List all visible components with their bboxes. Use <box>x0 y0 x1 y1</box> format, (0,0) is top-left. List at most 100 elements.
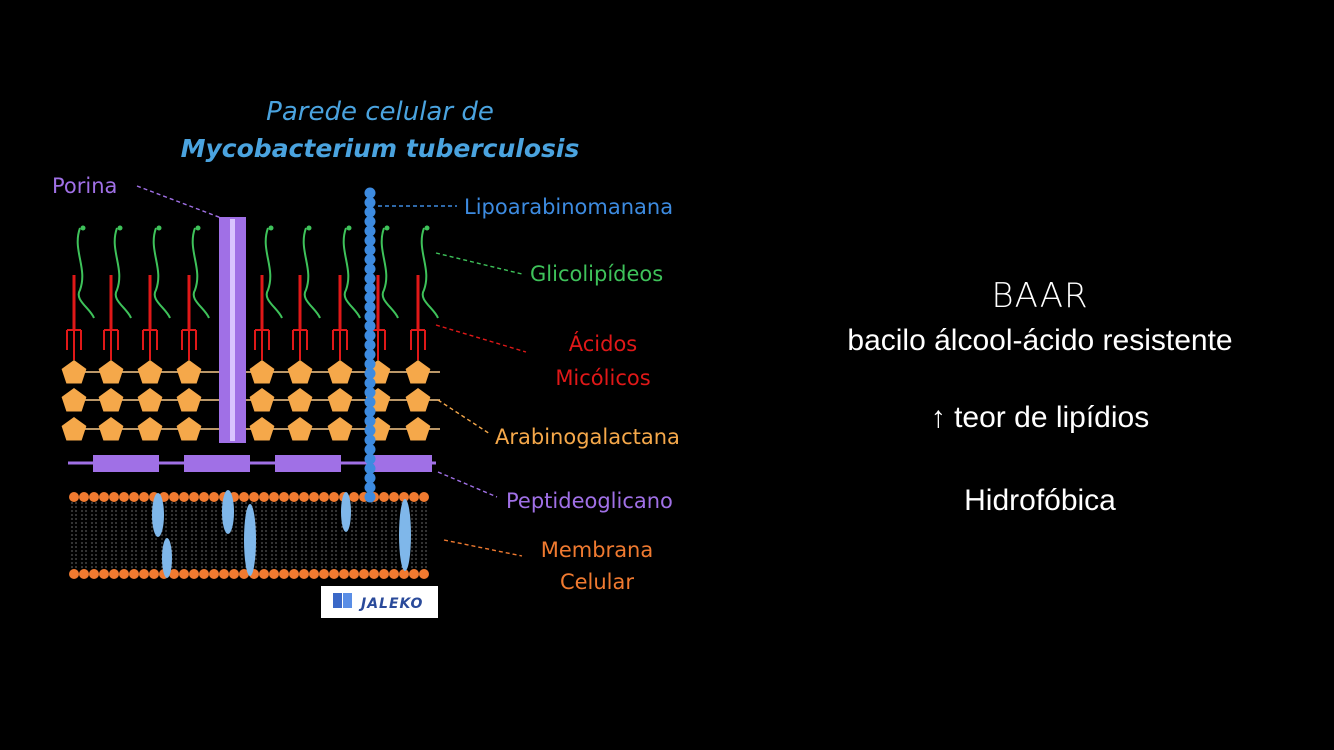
membrane-protein <box>162 538 172 578</box>
phospholipid-head <box>329 569 339 579</box>
phospholipid-head <box>389 569 399 579</box>
mycolic-acid-fork <box>254 329 270 360</box>
phospholipid-head <box>379 492 389 502</box>
glycolipid-head <box>195 225 201 231</box>
arabinogalactan-layer <box>61 360 440 441</box>
glycolipid-head <box>306 225 312 231</box>
arabinogalactan-unit <box>287 388 313 412</box>
lam-bead <box>364 472 376 484</box>
glycolipid-chains <box>66 225 439 360</box>
lipid-content-note: ↑ teor de lipídios <box>930 401 1150 434</box>
hydrophobic-note: Hidrofóbica <box>964 484 1116 517</box>
phospholipid-head <box>79 569 89 579</box>
glycolipid-head <box>80 225 86 231</box>
phospholipid-head <box>289 569 299 579</box>
phospholipid-head <box>239 569 249 579</box>
cell-membrane-layer <box>69 490 429 579</box>
arabinogalactan-unit <box>176 360 202 384</box>
arabinogalactan-unit <box>405 417 431 441</box>
arabinogalactan-unit <box>137 360 163 384</box>
diagram-title-line1: Parede celular de <box>266 97 494 127</box>
mycolic-acid-fork <box>181 329 197 360</box>
lam-bead <box>364 206 376 218</box>
lam-bead <box>364 406 376 417</box>
phospholipid-head <box>199 569 209 579</box>
lam-bead <box>364 216 376 227</box>
label-porina: Porina <box>52 174 117 198</box>
arabinogalactan-unit <box>405 360 431 384</box>
lam-bead <box>364 491 376 503</box>
logo-book-icon <box>333 593 342 608</box>
phospholipid-head <box>289 492 299 502</box>
phospholipid-head <box>119 492 129 502</box>
phospholipid-head <box>259 569 269 579</box>
phospholipid-head <box>79 492 89 502</box>
lam-bead <box>364 444 376 455</box>
lam-bead <box>364 463 376 474</box>
membrane-protein <box>152 493 164 537</box>
phospholipid-head <box>419 569 429 579</box>
glycolipid-strand <box>152 227 171 319</box>
glycolipid-head <box>384 225 390 231</box>
lam-bead <box>364 425 376 436</box>
porin-channel-inner <box>230 219 235 441</box>
arabinogalactan-unit <box>327 388 353 412</box>
label-arabinogalactana: Arabinogalactana <box>495 425 680 449</box>
lam-bead <box>364 235 376 246</box>
label-membrana-line1: Membrana <box>541 538 654 562</box>
mycolic-acid-fork <box>332 329 348 360</box>
phospholipid-head <box>359 569 369 579</box>
label-acidos-line1: Ácidos <box>569 331 638 356</box>
lam-bead <box>364 434 376 446</box>
mycolic-acid-fork <box>292 329 308 360</box>
phospholipid-head <box>209 492 219 502</box>
phospholipid-head <box>309 569 319 579</box>
phospholipid-head <box>119 569 129 579</box>
lam-bead <box>364 396 376 408</box>
phospholipid-head <box>109 492 119 502</box>
lam-bead <box>364 311 376 322</box>
leader-lines <box>136 185 527 557</box>
phospholipid-head <box>189 492 199 502</box>
arabinogalactan-unit <box>327 360 353 384</box>
phospholipid-head <box>249 492 259 502</box>
phospholipid-head <box>69 492 79 502</box>
phospholipid-head <box>419 492 429 502</box>
membrane-protein <box>399 499 411 571</box>
arabinogalactan-unit <box>249 417 275 441</box>
arabinogalactan-unit <box>137 388 163 412</box>
lam-bead <box>364 244 376 256</box>
glycolipid-strand <box>264 227 283 319</box>
phospholipid-head <box>179 569 189 579</box>
arabinogalactan-unit <box>98 417 124 441</box>
lam-bead <box>364 320 376 332</box>
label-lipoarabinomanana: Lipoarabinomanana <box>464 195 673 219</box>
lam-bead <box>364 282 376 294</box>
label-membrana-line2: Celular <box>560 570 634 594</box>
label-acidos-line2: Micólicos <box>555 366 650 390</box>
lam-bead <box>364 377 376 389</box>
phospholipid-head <box>219 569 229 579</box>
phospholipid-head <box>399 569 409 579</box>
lam-bead <box>364 453 376 465</box>
phospholipid-head <box>339 569 349 579</box>
lam-bead <box>364 415 376 427</box>
membrane-protein <box>244 504 256 576</box>
phospholipid-head <box>309 492 319 502</box>
membrane-protein <box>341 492 351 532</box>
phospholipid-head <box>89 492 99 502</box>
phospholipid-head <box>369 569 379 579</box>
phospholipid-head <box>149 569 159 579</box>
phospholipid-head <box>139 492 149 502</box>
lam-bead <box>364 349 376 360</box>
lam-bead <box>364 330 376 341</box>
baar-description: bacilo álcool-ácido resistente <box>847 324 1233 357</box>
phospholipid-head <box>269 569 279 579</box>
phospholipid-head <box>169 569 179 579</box>
lam-bead <box>364 368 376 379</box>
peptidoglycan-block <box>184 455 250 472</box>
phospholipid-head <box>299 569 309 579</box>
phospholipid-head <box>409 569 419 579</box>
glycolipid-strand <box>302 227 321 319</box>
jaleko-logo: JALEKO <box>321 586 438 618</box>
